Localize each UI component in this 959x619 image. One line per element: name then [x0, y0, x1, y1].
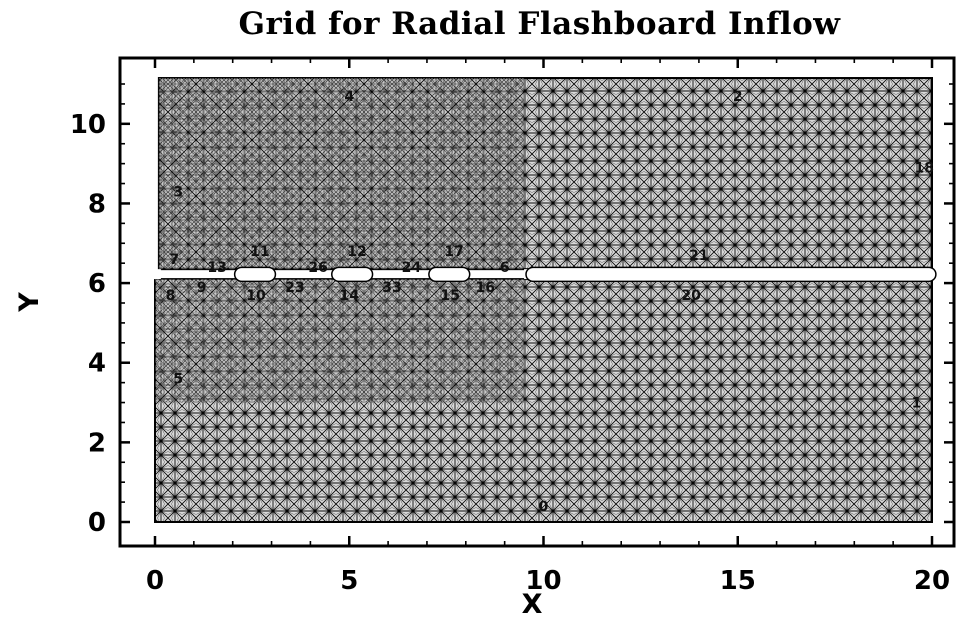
node-label: 16: [475, 280, 494, 296]
node-label: 3: [173, 185, 183, 201]
x-tick-label: 10: [525, 566, 561, 596]
y-axis-title: Y: [14, 292, 45, 313]
mesh-dense-regions: [153, 78, 940, 403]
node-label: 11: [250, 244, 269, 260]
node-label: 1: [912, 396, 922, 412]
node-label: 0: [539, 499, 549, 515]
y-tick-label: 6: [88, 269, 106, 299]
node-label: 12: [347, 244, 366, 260]
node-label: 4: [344, 89, 354, 105]
flashboards: [233, 266, 937, 283]
flashboard-3: [428, 266, 471, 283]
y-tick-label: 0: [88, 508, 106, 538]
node-label: 20: [681, 288, 701, 304]
x-tick-label: 15: [720, 566, 756, 596]
plot-frame: [118, 56, 956, 548]
node-label: 8: [166, 288, 176, 304]
node-label: 21: [689, 248, 708, 264]
x-tick-label: 0: [146, 566, 164, 596]
node-label: 6: [500, 260, 510, 276]
x-tick-label: 20: [914, 566, 950, 596]
node-label: 18: [914, 161, 933, 177]
node-label: 23: [285, 280, 304, 296]
node-label: 5: [173, 372, 183, 388]
x-tick-label: 5: [340, 566, 358, 596]
flashboard-2: [331, 266, 374, 283]
node-label: 7: [170, 252, 180, 268]
y-tick-label: 8: [88, 189, 106, 219]
chart-title: Grid for Radial Flashboard Inflow: [238, 6, 841, 42]
node-label: 15: [441, 288, 460, 304]
node-label: 33: [382, 280, 401, 296]
node-label: 2: [733, 89, 743, 105]
node-label: 14: [340, 288, 360, 304]
x-axis-title: X: [522, 589, 543, 619]
node-label: 17: [444, 244, 463, 260]
node-label: 13: [207, 260, 226, 276]
y-tick-label: 10: [70, 110, 106, 140]
y-tick-label: 2: [88, 428, 106, 458]
flashboard-4: [525, 266, 937, 283]
node-label: 26: [308, 260, 327, 276]
y-tick-label: 4: [88, 349, 106, 379]
lower-refined-mesh: [155, 279, 525, 403]
node-label: 10: [246, 288, 266, 304]
flashboard-1: [233, 266, 277, 283]
upper-refined-mesh: [158, 78, 525, 270]
node-label: 24: [402, 260, 422, 276]
node-label: 9: [197, 280, 207, 296]
inlet-opening: [153, 269, 161, 280]
